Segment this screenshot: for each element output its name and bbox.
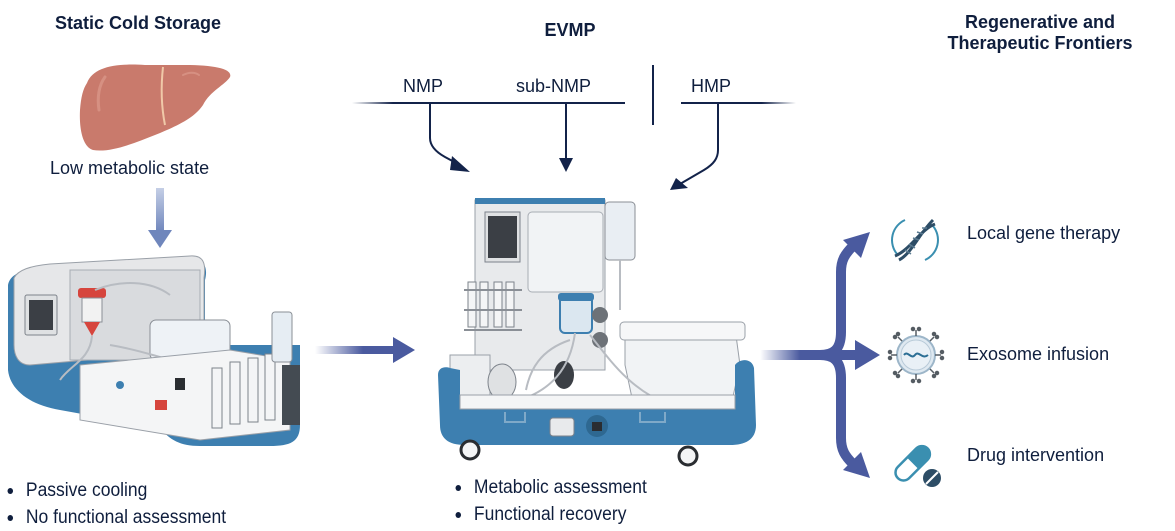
frontier-item-exosome-infusion: Exosome infusion — [967, 344, 1110, 364]
dna-icon — [891, 218, 939, 262]
hmp-arrow — [679, 104, 719, 185]
branch-arrow-icon — [760, 232, 880, 478]
mode-separator — [652, 65, 654, 125]
frontiers-title: Regenerative and Therapeutic Frontiers — [905, 12, 1175, 54]
cold-storage-bullets: Passive cooling No functional assessment — [2, 477, 246, 531]
mode-sub-nmp: sub-NMP — [516, 76, 592, 96]
cold-storage-device-illustration — [8, 255, 300, 446]
pill-icon — [894, 444, 941, 487]
frontier-item-drug-intervention: Drug intervention — [967, 445, 1105, 465]
nmp-arrow — [429, 104, 459, 165]
evmp-title: EVMP — [544, 20, 596, 40]
mode-hmp: HMP — [691, 76, 731, 96]
frontier-item-local-gene-therapy: Local gene therapy — [967, 223, 1121, 243]
organ-caption: Low metabolic state — [50, 158, 210, 178]
flow-arrow-icon — [315, 337, 415, 363]
static-cold-storage-title: Static Cold Storage — [54, 13, 222, 33]
evmp-device-illustration — [438, 198, 756, 467]
normothermic-line — [352, 102, 625, 104]
bullet-item: Passive cooling — [2, 477, 226, 504]
frontiers-title-line1: Regenerative and — [964, 12, 1116, 32]
mode-nmp: NMP — [403, 76, 443, 96]
bullet-item: Metabolic assessment — [450, 474, 647, 501]
evmp-mode-diagram — [352, 65, 796, 190]
bullet-item: Functional recovery — [450, 501, 647, 528]
frontiers-title-line2: Therapeutic Frontiers — [947, 33, 1133, 53]
exosome-icon — [887, 326, 945, 384]
evmp-bullets: Metabolic assessment Functional recovery — [450, 474, 664, 528]
bullet-item: No functional assessment — [2, 504, 226, 531]
liver-icon — [79, 64, 231, 151]
down-arrow-icon — [148, 188, 172, 248]
hypothermic-line — [681, 102, 796, 104]
